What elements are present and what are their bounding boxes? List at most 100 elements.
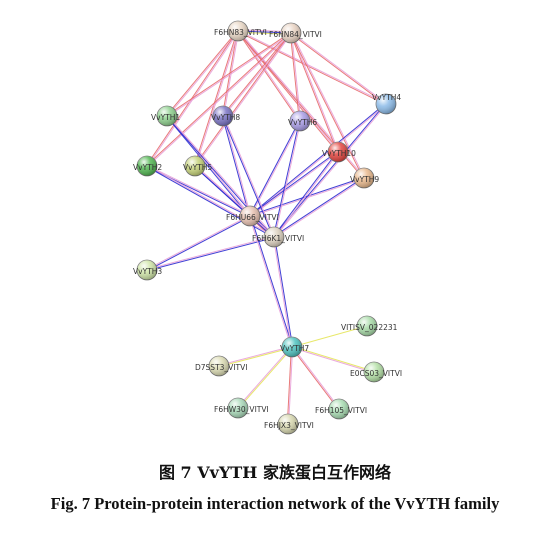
node-d7sst3_vitvi[interactable]: D7SST3_VITVI <box>195 355 247 377</box>
edge-evidence-line <box>291 32 340 152</box>
edge-F6H6K1_VITVI-VvYTH6 <box>272 120 302 238</box>
edge-evidence-line <box>147 237 275 272</box>
node-f6hjx3_vitvi[interactable]: F6HJX3_VITVI <box>264 413 314 435</box>
node-highlight <box>364 362 384 382</box>
edge-evidence-line <box>166 32 291 116</box>
node-label: E0CS03_VITVI <box>350 369 402 378</box>
node-highlight <box>240 206 260 226</box>
edge-evidence-line <box>147 216 251 272</box>
node-label: VvYTH9 <box>350 175 379 184</box>
node-highlight <box>354 168 374 188</box>
edge-evidence-line <box>288 347 294 425</box>
edge-evidence-line <box>167 31 239 117</box>
edge-F6HN84_VITVI-VvYTH4 <box>290 32 387 105</box>
node-highlight <box>278 414 298 434</box>
edge-F6HN84_VITVI-VvYTH9 <box>289 32 366 179</box>
edge-evidence-line <box>146 235 274 270</box>
node-f6h105_vitvi[interactable]: F6H105_VITVI <box>315 398 367 420</box>
node-label: VvYTH2 <box>133 163 162 172</box>
edge-evidence-line <box>250 215 294 347</box>
node-label: F6HW30_VITVI <box>214 405 269 414</box>
edge-evidence-line <box>289 33 338 153</box>
edge-VvYTH7-E0CS03_VITVI <box>291 345 375 374</box>
edge-F6HU66_VITVI-VvYTH3 <box>146 214 251 272</box>
node-vvyth9[interactable]: VvYTH9 <box>350 167 379 189</box>
node-label: F6HJX3_VITVI <box>264 421 314 430</box>
node-highlight <box>213 106 233 126</box>
edge-F6H6K1_VITVI-VvYTH3 <box>146 235 275 272</box>
edge-evidence-line <box>248 216 292 348</box>
node-e0cs03_vitvi[interactable]: E0CS03_VITVI <box>350 361 402 383</box>
node-highlight <box>137 156 157 176</box>
edge-F6HN84_VITVI-VvYTH1 <box>166 32 292 117</box>
node-highlight <box>290 111 310 131</box>
edge-evidence-line <box>223 115 276 237</box>
edge-evidence-line <box>250 152 339 217</box>
node-vitisv_022231[interactable]: VITISV_022231 <box>341 315 398 337</box>
edge-VvYTH7-VITISV_022231 <box>291 325 368 348</box>
node-f6hn83_vitvi[interactable]: F6HN83_VITVI <box>214 20 267 42</box>
edge-evidence-line <box>272 237 292 348</box>
edge-evidence-line <box>218 345 292 366</box>
edge-evidence-line <box>249 151 338 216</box>
node-vvyth1[interactable]: VvYTH1 <box>151 105 180 127</box>
node-f6h6k1_vitvi[interactable]: F6H6K1_VITVI <box>252 226 304 248</box>
edge-evidence-line <box>289 33 364 179</box>
node-highlight <box>228 21 248 41</box>
edge-VvYTH7-F6HJX3_VITVI <box>286 346 294 425</box>
node-highlight <box>357 316 377 336</box>
node-vvyth2[interactable]: VvYTH2 <box>133 155 162 177</box>
edge-evidence-line <box>147 33 292 167</box>
edge-evidence-line <box>291 32 366 178</box>
node-vvyth10[interactable]: VvYTH10 <box>322 141 356 163</box>
edge-F6HU66_VITVI-VvYTH1 <box>166 115 251 217</box>
node-vvyth6[interactable]: VvYTH6 <box>288 110 317 132</box>
edge-evidence-line <box>291 32 387 104</box>
edge-F6HU66_VITVI-VvYTH8 <box>221 115 252 217</box>
edge-evidence-line <box>195 165 275 237</box>
edge-F6H6K1_VITVI-VvYTH5 <box>194 165 275 238</box>
node-label: F6HN84_VITVI <box>269 30 322 39</box>
edge-evidence-line <box>292 346 340 409</box>
edge-F6HN83_VITVI-VvYTH1 <box>166 30 239 117</box>
node-f6hn84_vitvi[interactable]: F6HN84_VITVI <box>269 22 322 44</box>
edge-F6HN84_VITVI-VvYTH5 <box>194 32 292 167</box>
edge-evidence-line <box>193 30 238 166</box>
edge-VvYTH7-F6H105_VITVI <box>291 346 340 410</box>
node-label: VvYTH4 <box>372 93 401 102</box>
edge-evidence-line <box>167 115 251 216</box>
node-label: VvYTH3 <box>133 267 162 276</box>
edge-evidence-line <box>237 346 292 408</box>
edge-evidence-line <box>291 325 368 348</box>
node-highlight <box>157 106 177 126</box>
node-vvyth8[interactable]: VvYTH8 <box>211 105 240 127</box>
edges-layer <box>146 29 387 425</box>
edge-evidence-line <box>273 177 364 237</box>
node-label: VvYTH1 <box>151 113 180 122</box>
edge-evidence-line <box>147 164 275 237</box>
node-label: F6HU66_VITVI <box>226 213 279 222</box>
node-vvyth5[interactable]: VvYTH5 <box>183 155 212 177</box>
edge-evidence-line <box>194 166 274 238</box>
edge-F6H6K1_VITVI-VvYTH2 <box>146 164 275 239</box>
node-label: VvYTH10 <box>322 149 356 158</box>
edge-evidence-line <box>291 32 302 121</box>
edge-evidence-line <box>250 178 365 218</box>
edge-evidence-line <box>274 121 302 238</box>
node-f6hu66_vitvi[interactable]: F6HU66_VITVI <box>226 205 279 227</box>
edge-evidence-line <box>274 236 294 347</box>
node-label: VvYTH7 <box>280 344 309 353</box>
node-vvyth3[interactable]: VvYTH3 <box>133 259 162 281</box>
edge-evidence-line <box>146 32 291 166</box>
edge-evidence-line <box>147 164 251 216</box>
edge-F6HN84_VITVI-VvYTH10 <box>289 32 340 153</box>
edge-evidence-line <box>289 33 300 122</box>
edge-evidence-line <box>219 347 293 368</box>
edge-evidence-line <box>237 31 300 122</box>
node-vvyth7[interactable]: VvYTH7 <box>280 336 309 358</box>
node-f6hw30_vitvi[interactable]: F6HW30_VITVI <box>214 397 269 419</box>
edge-F6HN83_VITVI-VvYTH5 <box>193 30 240 167</box>
edge-F6HN83_VITVI-VvYTH4 <box>237 29 387 106</box>
node-vvyth4[interactable]: VvYTH4 <box>372 93 401 115</box>
edge-evidence-line <box>286 346 292 424</box>
